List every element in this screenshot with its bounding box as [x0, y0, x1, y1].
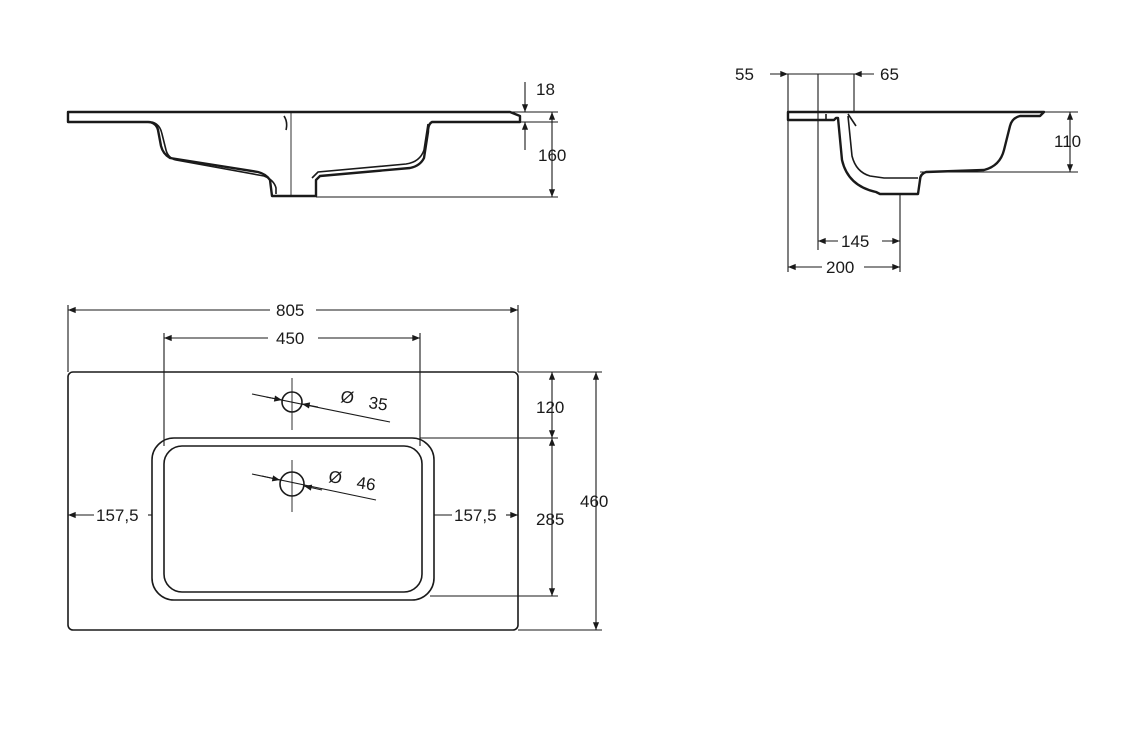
dim-left-offset-label: 55	[735, 65, 754, 84]
dim-drain-offset-text: 145	[841, 232, 869, 251]
basin-outline	[67, 371, 519, 631]
front-section-inner-line-right	[311, 123, 429, 179]
dim-total-depth-label: 460	[580, 492, 608, 511]
front-section-inner-line	[151, 121, 277, 194]
tap-hole-diameter-label: 35	[367, 393, 388, 414]
front-overflow-hole	[283, 115, 288, 131]
front-section-view: 18 160	[66, 80, 566, 198]
drain-hole-arrow-right	[303, 484, 323, 491]
dim-overall-label: 200	[826, 258, 854, 277]
dim-bowl-width-label: 450	[276, 329, 304, 348]
dim-left-margin-label: 157,5	[96, 506, 139, 525]
side-section-detail	[825, 113, 857, 127]
tap-hole-diameter-symbol: Ø	[339, 387, 355, 408]
bowl-outer	[151, 437, 435, 601]
front-section-outline	[66, 110, 522, 198]
top-view: Ø 35 Ø 46 805 450 157,5 157,5	[67, 301, 608, 631]
dim-right-offset-label: 65	[880, 65, 899, 84]
drain-hole-diameter-label: 46	[355, 473, 376, 494]
side-section-view: 55 65 110 145 200	[735, 65, 1081, 277]
dim-bowl-depth-label: 285	[536, 510, 564, 529]
drain-hole-diameter-symbol: Ø	[327, 467, 343, 488]
side-section-outline	[786, 110, 1046, 196]
dim-right-margin-label: 157,5	[454, 506, 497, 525]
dim-height-label: 160	[538, 146, 566, 165]
tap-hole-arrow-left	[265, 395, 283, 402]
dim-total-width-label: 805	[276, 301, 304, 320]
dim-rim-thickness-label: 18	[536, 80, 555, 99]
side-section-inner	[847, 115, 918, 179]
dim-rim-to-bowl-label: 120	[536, 398, 564, 417]
drain-hole-arrow-left	[261, 475, 281, 482]
dim-depth-label: 110	[1054, 132, 1081, 151]
bowl-inner	[163, 445, 423, 593]
tap-hole-arrow-right	[301, 402, 319, 409]
